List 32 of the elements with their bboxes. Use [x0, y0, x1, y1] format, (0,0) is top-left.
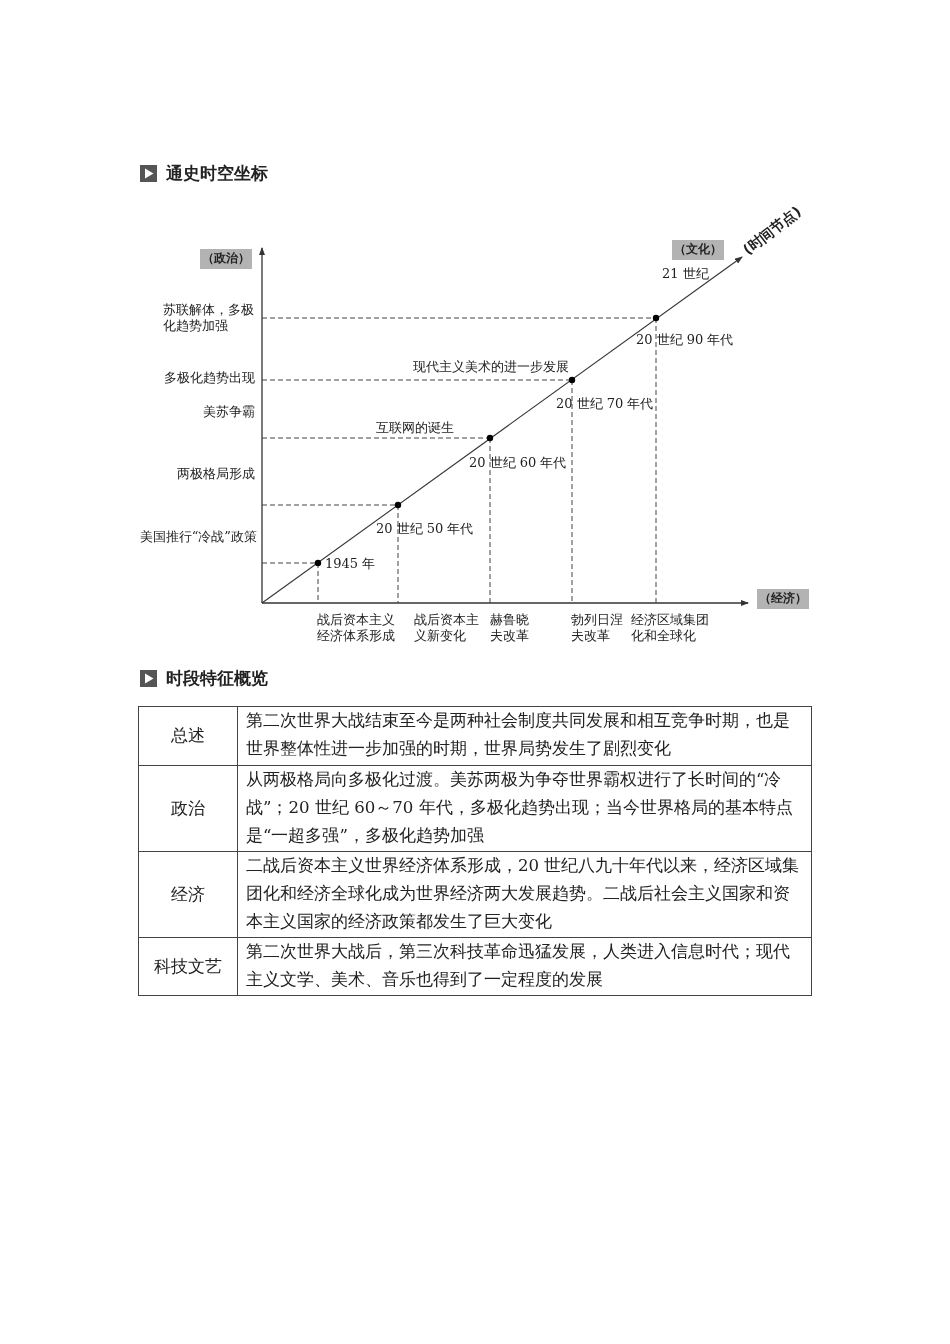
event-label: 战后资本主义新变化	[414, 612, 480, 644]
table-cell: 政治	[138, 765, 238, 852]
time-label: 20 世纪 90 年代	[636, 332, 735, 348]
axis-title: （经济）	[757, 589, 809, 609]
table-cell: 总述	[138, 706, 238, 766]
time-label: 20 世纪 70 年代	[556, 396, 655, 412]
axis-title: （文化）	[672, 240, 724, 260]
event-label: 互联网的诞生	[376, 420, 455, 436]
event-label: 现代主义美术的进一步发展	[413, 359, 570, 375]
table-cell: 从两极格局向多极化过渡。美苏两极为争夺世界霸权进行了长时间的“冷战”；20 世纪 60～70 年代，多极化趋势出现；当今世界格局的基本特点是“一超多强”，多极化趋势加强	[237, 765, 812, 852]
axis-title: （政治）	[200, 249, 252, 269]
table-cell: 第二次世界大战后，第三次科技革命迅猛发展，人类进入信息时代；现代主义文学、美术、音乐也得到了一定程度的发展	[237, 937, 812, 996]
table-cell: 科技文艺	[138, 937, 238, 996]
event-label: 赫鲁晓夫改革	[490, 612, 530, 644]
event-label: 多极化趋势出现	[163, 370, 255, 386]
section-heading: 时段特征概览	[166, 667, 269, 690]
event-label: 美国推行“冷战”政策	[138, 529, 257, 545]
time-label: 20 世纪 60 年代	[469, 455, 568, 471]
event-label: 战后资本主义经济体系形成	[317, 612, 396, 644]
section-heading: 通史时空坐标	[166, 162, 269, 185]
event-label: 两极格局形成	[176, 466, 255, 482]
event-label: 经济区域集团化和全球化	[631, 612, 710, 644]
time-label: 21 世纪	[662, 266, 710, 282]
table-cell: 经济	[138, 851, 238, 938]
table-cell: 二战后资本主义世界经济体系形成，20 世纪八九十年代以来，经济区域集团化和经济全球化成为世界经济两大发展趋势。二战后社会主义国家和资本主义国家的经济政策都发生了巨大变化	[237, 851, 812, 938]
event-label: 苏联解体，多极化趋势加强	[163, 302, 255, 334]
time-label: 20 世纪 50 年代	[376, 521, 475, 537]
axis-name: (时间节点)	[739, 202, 805, 260]
table-cell: 第二次世界大战结束至今是两种社会制度共同发展和相互竞争时期，也是世界整体性进一步加强的时期，世界局势发生了剧烈变化	[237, 706, 812, 766]
time-label: 1945 年	[325, 556, 377, 572]
event-label: 勃列日涅夫改革	[571, 612, 624, 644]
event-label: 美苏争霸	[202, 404, 255, 420]
